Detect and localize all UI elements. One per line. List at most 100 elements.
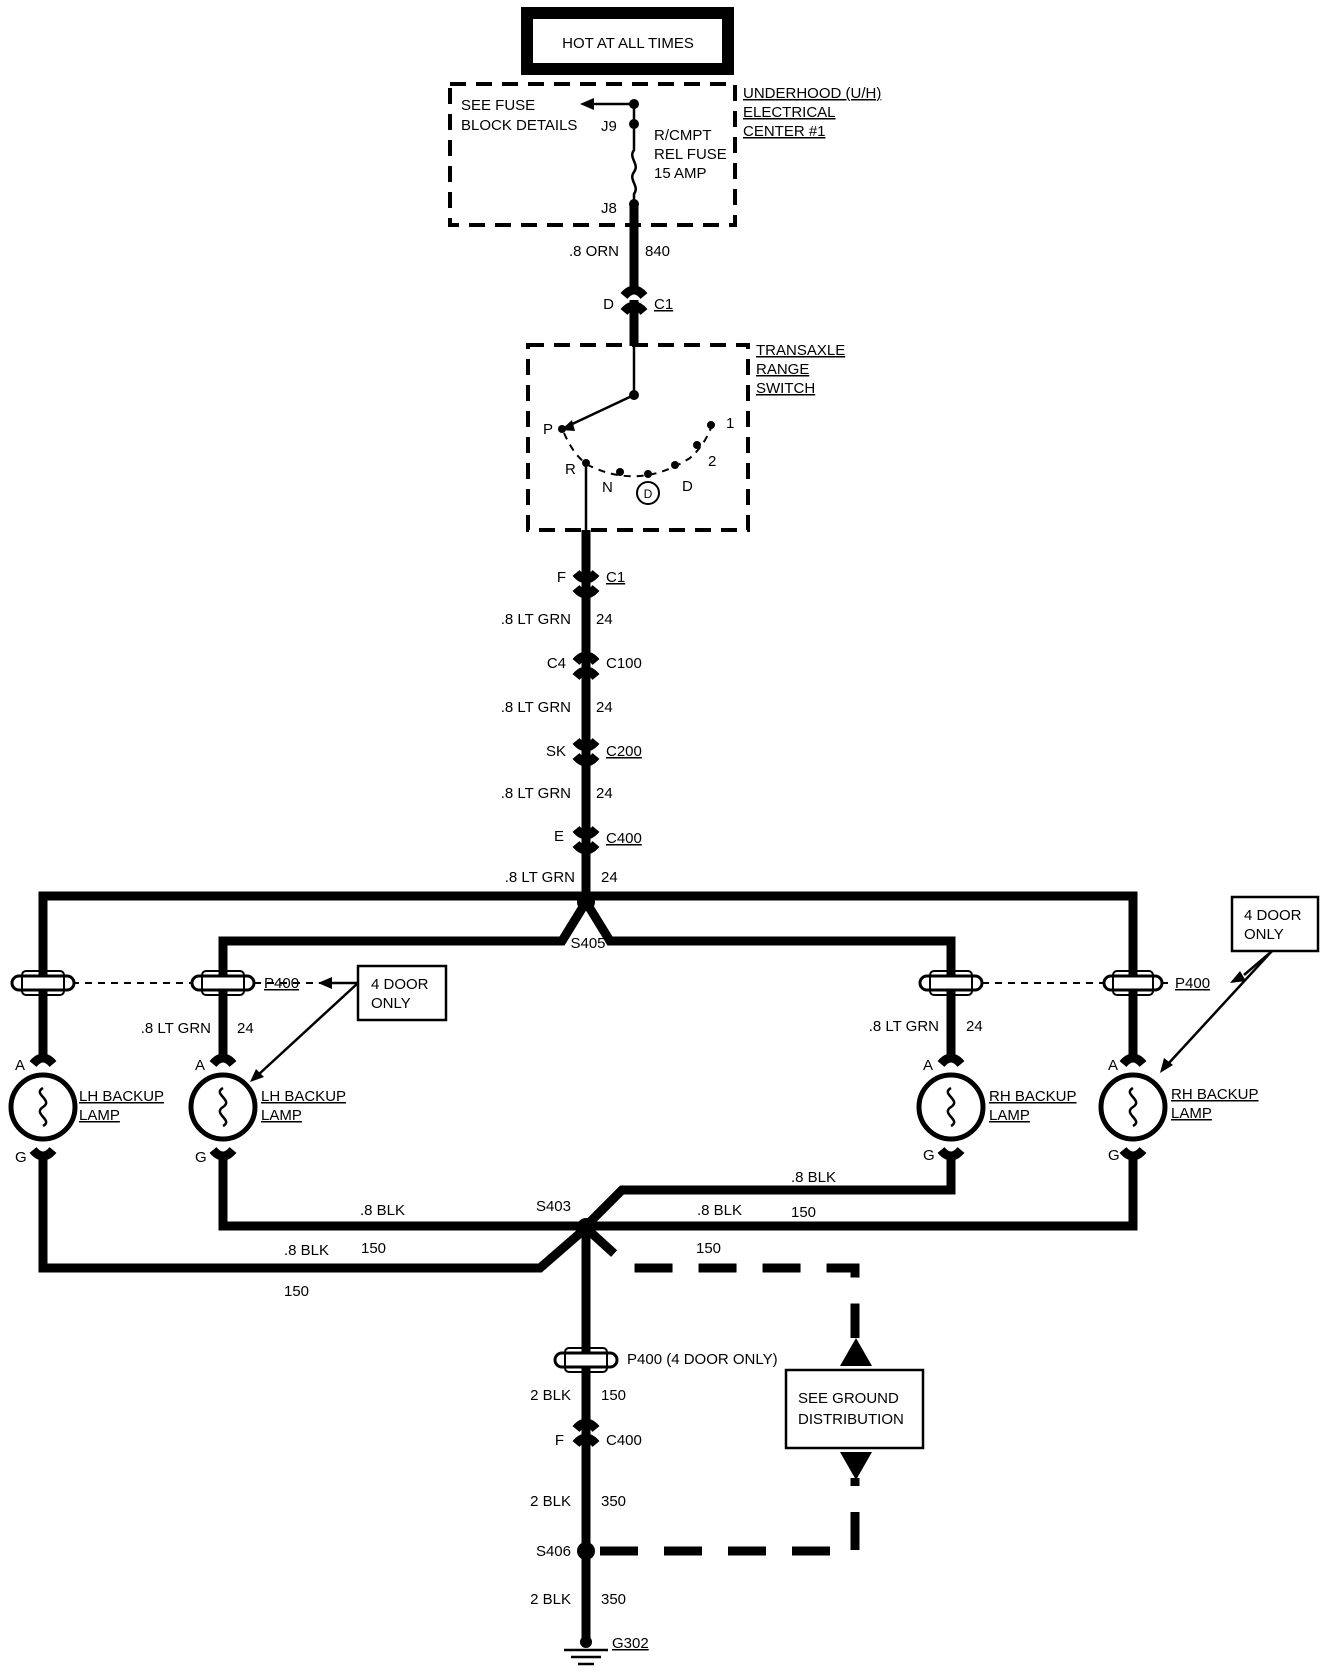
svg-text:2 BLK: 2 BLK [530,1591,571,1608]
splice-s406 [577,1542,595,1560]
svg-text:4 DOOR: 4 DOOR [371,976,429,993]
svg-text:RANGE: RANGE [756,361,809,378]
lamp-bulb-icon [38,1086,48,1128]
lamp-pin-a: A [15,1057,25,1074]
svg-text:.8 LT GRN: .8 LT GRN [501,785,571,802]
see-ground-distribution-note: SEE GROUND DISTRIBUTION [784,1338,925,1480]
svg-text:DISTRIBUTION: DISTRIBUTION [798,1411,904,1428]
svg-text:CENTER #1: CENTER #1 [743,123,826,140]
svg-text:ELECTRICAL: ELECTRICAL [743,104,836,121]
svg-text:LAMP: LAMP [261,1107,302,1124]
svg-text:D: D [603,296,614,313]
svg-text:SK: SK [546,743,566,760]
wire-150-blk-rh-inner [582,1158,956,1230]
switch-pos-p: P [543,421,553,438]
svg-text:.8 LT GRN: .8 LT GRN [501,611,571,628]
wire-branch-rh-inner [582,899,956,974]
splice-s405-label: S405 [570,935,605,952]
ground-g302-label: G302 [612,1635,649,1652]
svg-text:.8 BLK: .8 BLK [791,1169,836,1186]
p400-ground-label: P400 (4 DOOR ONLY) [627,1351,778,1368]
connector-c400 [572,825,600,855]
arrow-left-icon [318,977,332,989]
switch-contact-arm [567,393,635,428]
rh-backup-lamp-outer [1098,1053,1168,1161]
lamp-pin-a: A [923,1057,933,1074]
lh-backup-lamp-label: LH BACKUP [261,1088,346,1105]
lh-backup-lamp-inner [188,1053,258,1161]
switch-title: TRANSAXLE [756,342,845,359]
note-4-door-only-right: 4 DOOR ONLY [1160,895,1320,1073]
fuse-name: R/CMPT [654,127,712,144]
underhood-electrical-center: SEE FUSE BLOCK DETAILS J9 J8 R/CMPT REL … [448,82,737,227]
svg-text:24: 24 [601,869,618,886]
lamp-pin-g: G [1108,1147,1120,1164]
passthrough-p400-ground [553,1347,619,1373]
svg-text:350: 350 [601,1591,626,1608]
svg-text:C200: C200 [606,743,642,760]
rh-backup-lamp-label: RH BACKUP [1171,1086,1259,1103]
svg-text:REL FUSE: REL FUSE [654,146,727,163]
svg-text:150: 150 [791,1204,816,1221]
svg-text:2 BLK: 2 BLK [530,1387,571,1404]
svg-text:BLOCK DETAILS: BLOCK DETAILS [461,117,577,134]
svg-text:150: 150 [601,1387,626,1404]
svg-text:C400: C400 [606,1432,642,1449]
passthrough-p400-rh-inner [918,970,984,1062]
lamp-pin-g: G [195,1149,207,1166]
lamp-pin-a: A [195,1057,205,1074]
wire-ground-dist-dashed-lower [600,1478,860,1556]
lamp-bulb-icon [946,1086,956,1128]
svg-text:2 BLK: 2 BLK [530,1493,571,1510]
switch-pos-1: 1 [726,415,734,432]
hot-at-all-times-box: HOT AT ALL TIMES [521,7,734,75]
transaxle-range-switch: P R N D D 2 1 [526,343,750,532]
svg-text:C400: C400 [606,830,642,847]
arrow-left-icon [580,98,594,110]
lamp-pin-g: G [923,1147,935,1164]
lamp-bulb-icon [218,1086,228,1128]
svg-text:.8 BLK: .8 BLK [360,1202,405,1219]
svg-text:E: E [554,828,564,845]
wire-150-blk-lh-outer [38,1158,589,1273]
svg-text:SEE GROUND: SEE GROUND [798,1390,899,1407]
note-4-door-only-left: 4 DOOR ONLY [250,964,448,1082]
svg-text:.8 LT GRN: .8 LT GRN [501,699,571,716]
svg-text:ONLY: ONLY [371,995,411,1012]
switch-pos-d: D [682,478,693,495]
svg-text:SEE FUSE: SEE FUSE [461,97,535,114]
wire-150-blk-rh-outer [586,1158,1138,1231]
svg-text:24: 24 [596,611,613,628]
svg-text:24: 24 [596,699,613,716]
svg-text:.8 LT GRN: .8 LT GRN [141,1020,211,1037]
lh-backup-lamp-outer [8,1053,78,1161]
svg-text:150: 150 [696,1240,721,1257]
splice-s405 [38,891,1138,974]
svg-text:24: 24 [966,1018,983,1035]
lh-backup-lamp-label: LH BACKUP [79,1088,164,1105]
svg-text:.8 BLK: .8 BLK [284,1242,329,1259]
wire-branch-lh-inner [218,899,590,974]
svg-text:4 DOOR: 4 DOOR [1244,907,1302,924]
arrow-down-left-icon [1230,971,1246,983]
svg-text:LAMP: LAMP [989,1107,1030,1124]
svg-text:150: 150 [361,1240,386,1257]
connector-c1-bottom [572,569,600,599]
svg-text:150: 150 [284,1283,309,1300]
svg-text:F: F [557,569,566,586]
wire-branch-rh-outer [581,891,1138,974]
triangle-down-icon [840,1452,872,1480]
connector-c100 [572,651,600,681]
wire-branch-lh-outer [38,891,591,974]
connector-c200 [572,737,600,767]
lamp-pin-g: G [15,1149,27,1166]
wire-ground-dist-dashed-upper [582,1224,860,1338]
passthrough-p400-lh-inner [190,970,256,1062]
svg-text:350: 350 [601,1493,626,1510]
fuse-element-icon [631,104,637,206]
terminal-j8: J8 [601,200,617,217]
triangle-up-icon [840,1338,872,1366]
svg-text:.8 LT GRN: .8 LT GRN [505,869,575,886]
svg-text:C1: C1 [654,296,673,313]
